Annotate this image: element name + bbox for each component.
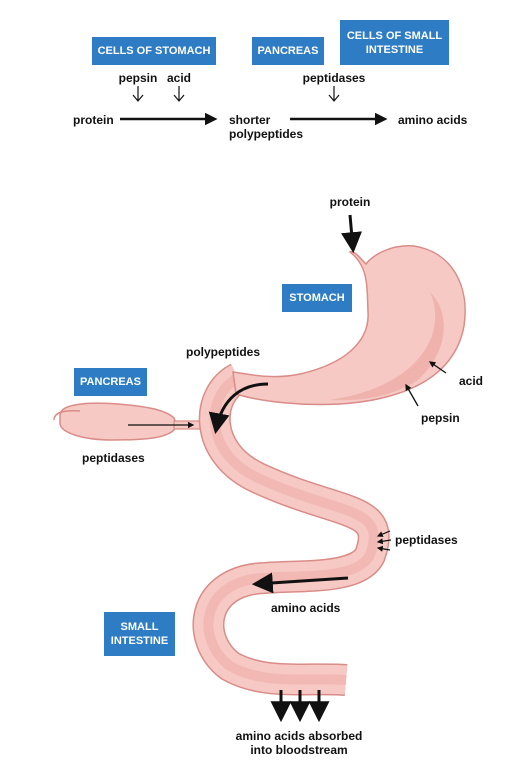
pancreas-flow-label: PANCREAS [257,45,319,57]
peptidase-arrow-3 [376,545,391,552]
amino-acids-flow-arrow [251,572,349,594]
amino-acids-label: amino acids [271,601,341,615]
flow-shorter-line2: polypeptides [229,127,304,141]
pancreas-box: PANCREAS [74,368,147,396]
small-intestine-box-label: SMALL INTESTINE [111,620,168,648]
small-intestine-box: SMALL INTESTINE [104,612,175,656]
stomach-cells-box: CELLS OF STOMACH [92,37,216,65]
flow-peptidases-label: peptidases [302,71,366,85]
stomach-organ [232,245,466,406]
acid-label: acid [459,374,484,388]
pepsin-secretion-arrow [405,383,419,407]
protein-label: protein [329,195,371,209]
absorbed-label: amino acids absorbed into bloodstream [236,729,363,757]
stomach-cells-label: CELLS OF STOMACH [97,45,211,57]
stomach-box-label: STOMACH [289,292,345,304]
pancreas-peptidases-label: peptidases [82,451,145,465]
small-intestine-cells-label: CELLS OF SMALL INTESTINE [347,29,442,57]
flow-protein-label: protein [73,113,114,127]
flow-pepsin-label: pepsin [118,71,158,85]
small-intestine-cells-box: CELLS OF SMALL INTESTINE [340,20,449,65]
acid-down-arrow [173,86,185,102]
flow-amino-acids-label: amino acids [398,113,468,127]
intestine-peptidases-label: peptidases [395,533,458,547]
flow-acid-label: acid [166,71,192,85]
pepsin-label: pepsin [421,411,460,425]
pancreas-organ [53,402,209,441]
small-intestine-cells-line1: CELLS OF SMALL [346,29,443,42]
protein-entry-arrow [341,214,362,254]
acid-secretion-arrow [428,361,447,374]
small-intestine-line1: SMALL [120,621,159,633]
pancreas-flow-box: PANCREAS [252,37,324,65]
small-intestine-organ [192,363,390,696]
small-intestine-line2: INTESTINE [110,635,169,647]
peptidase-arrow-2 [376,538,392,545]
peptidase-arrow-1 [376,530,391,537]
stomach-box: STOMACH [282,284,352,312]
polypeptides-flow-arrow [208,382,269,435]
flow-shorter-line1: shorter [229,113,271,127]
pancreas-box-label: PANCREAS [80,376,141,388]
peptidases-down-arrow [328,86,340,102]
absorbed-line1: amino acids absorbed [235,729,363,743]
absorbed-line2: into bloodstream [250,743,348,757]
flow-shorter-polypeptides-label: shorter polypeptides [229,113,303,141]
small-intestine-cells-line2: INTESTINE [365,43,424,56]
polypeptides-label: polypeptides [185,345,261,359]
pepsin-down-arrow [132,86,144,102]
